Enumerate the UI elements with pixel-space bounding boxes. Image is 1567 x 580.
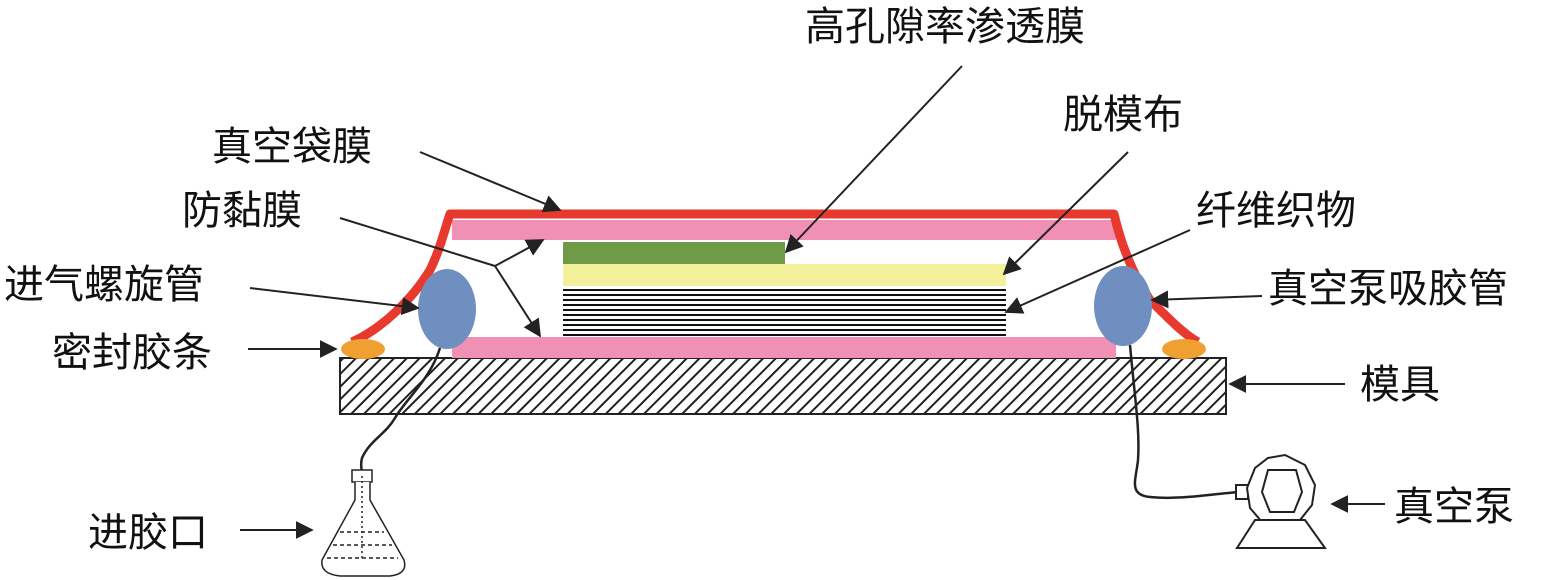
fiber-fabric-stack (563, 289, 1006, 336)
resin-inlet-hose (359, 347, 442, 475)
label-inlet-spiral-tube: 进气螺旋管 (4, 262, 204, 308)
vacuum-pump-icon (1235, 453, 1327, 549)
sealing-tape-left (341, 339, 385, 359)
inlet-spiral-tube (418, 269, 476, 349)
anti-stick-film-top (452, 220, 1116, 240)
label-fiber-fabric: 纤维织物 (1196, 188, 1356, 234)
vacuum-suction-tube (1094, 266, 1152, 346)
label-vacuum-pump: 真空泵 (1394, 484, 1514, 530)
label-vacuum-bag-film: 真空袋膜 (212, 124, 372, 170)
mold-block (339, 357, 1227, 415)
label-anti-stick-film: 防黏膜 (182, 188, 302, 234)
label-vacuum-pump-suction-tube: 真空泵吸胶管 (1268, 266, 1508, 312)
release-cloth-layer (563, 264, 1006, 286)
resin-inlet-flask-icon (321, 469, 406, 577)
high-porosity-film-layer (563, 242, 785, 264)
label-resin-inlet: 进胶口 (88, 510, 208, 556)
label-high-porosity-film: 高孔隙率渗透膜 (805, 4, 1085, 50)
sealing-tape-right (1162, 339, 1206, 359)
label-mold: 模具 (1360, 362, 1440, 408)
vacuum-pump-hose (1128, 344, 1241, 500)
label-sealing-tape: 密封胶条 (52, 330, 212, 376)
label-release-cloth: 脱模布 (1063, 92, 1183, 138)
leader-lines (240, 65, 1385, 539)
anti-stick-film-bottom (452, 337, 1116, 358)
